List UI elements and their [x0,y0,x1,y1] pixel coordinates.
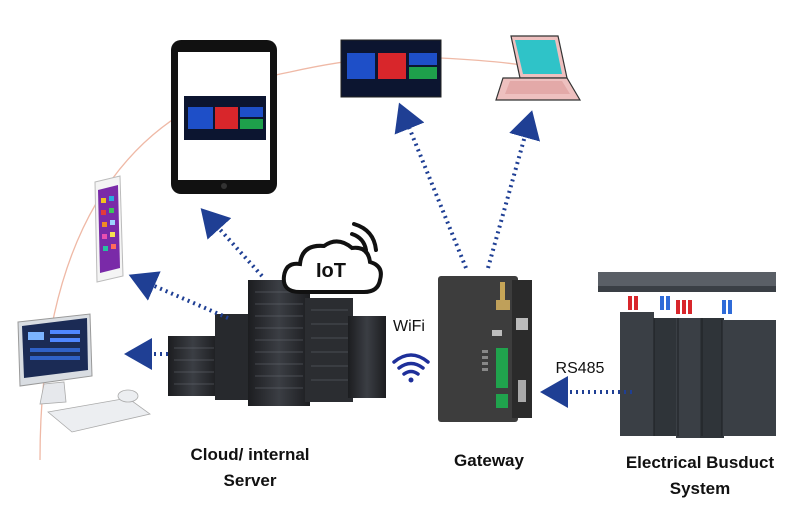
busduct-cabinet-icon [598,272,776,438]
desktop-computer-icon [17,313,151,433]
busduct-label: Electrical Busduct System [604,452,796,500]
wifi-label: WiFi [393,318,425,335]
cloud-server-label-line2: Server [223,471,277,490]
smartphone-icon [94,175,124,283]
arrow-server-to-smartphone [128,271,229,320]
iot-label: IoT [316,260,346,282]
cloud-server-label: Cloud/ internal Server [170,444,330,492]
tablet-icon [171,40,277,194]
arrow-gateway-to-monitor [394,102,468,269]
rs485-label: RS485 [555,360,605,377]
wifi-icon [392,353,430,383]
gateway-label: Gateway [454,451,524,470]
busduct-label-line1: Electrical Busduct [625,453,775,472]
busduct-label-line2: System [669,479,731,498]
laptop-icon [495,35,582,101]
network-arc [39,55,546,461]
cloud-server-label-line1: Cloud/ internal [190,445,310,464]
arrow-server-to-tablet [200,208,264,278]
gateway-device-icon [438,276,532,422]
connection-arrows [124,102,632,408]
cloud-iot-icon [281,222,383,294]
server-rack-icon [168,280,386,406]
monitor-icon [340,39,442,98]
arrow-gateway-to-laptop [486,110,541,269]
